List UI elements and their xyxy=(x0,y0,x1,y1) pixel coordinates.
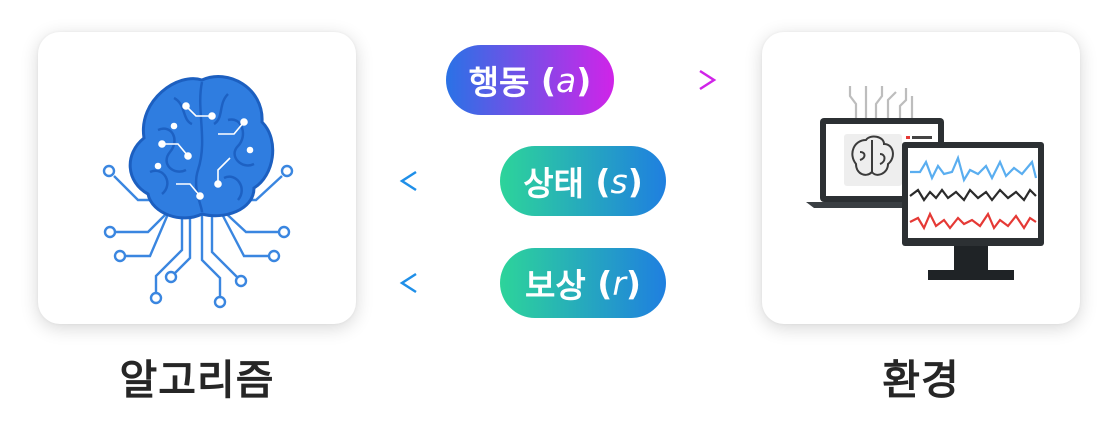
reward-label: 보상 (r) xyxy=(500,248,666,318)
environment-card xyxy=(762,32,1080,324)
algorithm-card xyxy=(38,32,356,324)
state-label: 상태 (s) xyxy=(500,146,666,216)
action-label: 행동 (a) xyxy=(446,45,614,115)
environment-label: 환경 xyxy=(882,356,960,404)
state-text: 상태 xyxy=(523,164,584,203)
action-variable: a xyxy=(555,60,577,100)
action-text: 행동 xyxy=(468,63,530,102)
brain-circuit-icon xyxy=(102,75,294,309)
state-variable: s xyxy=(610,161,628,201)
monitor-brain-signal-icon xyxy=(806,86,1044,280)
reward-variable: r xyxy=(612,263,626,303)
reward-text: 보상 xyxy=(525,266,586,305)
algorithm-label: 알고리즘 xyxy=(119,356,275,404)
